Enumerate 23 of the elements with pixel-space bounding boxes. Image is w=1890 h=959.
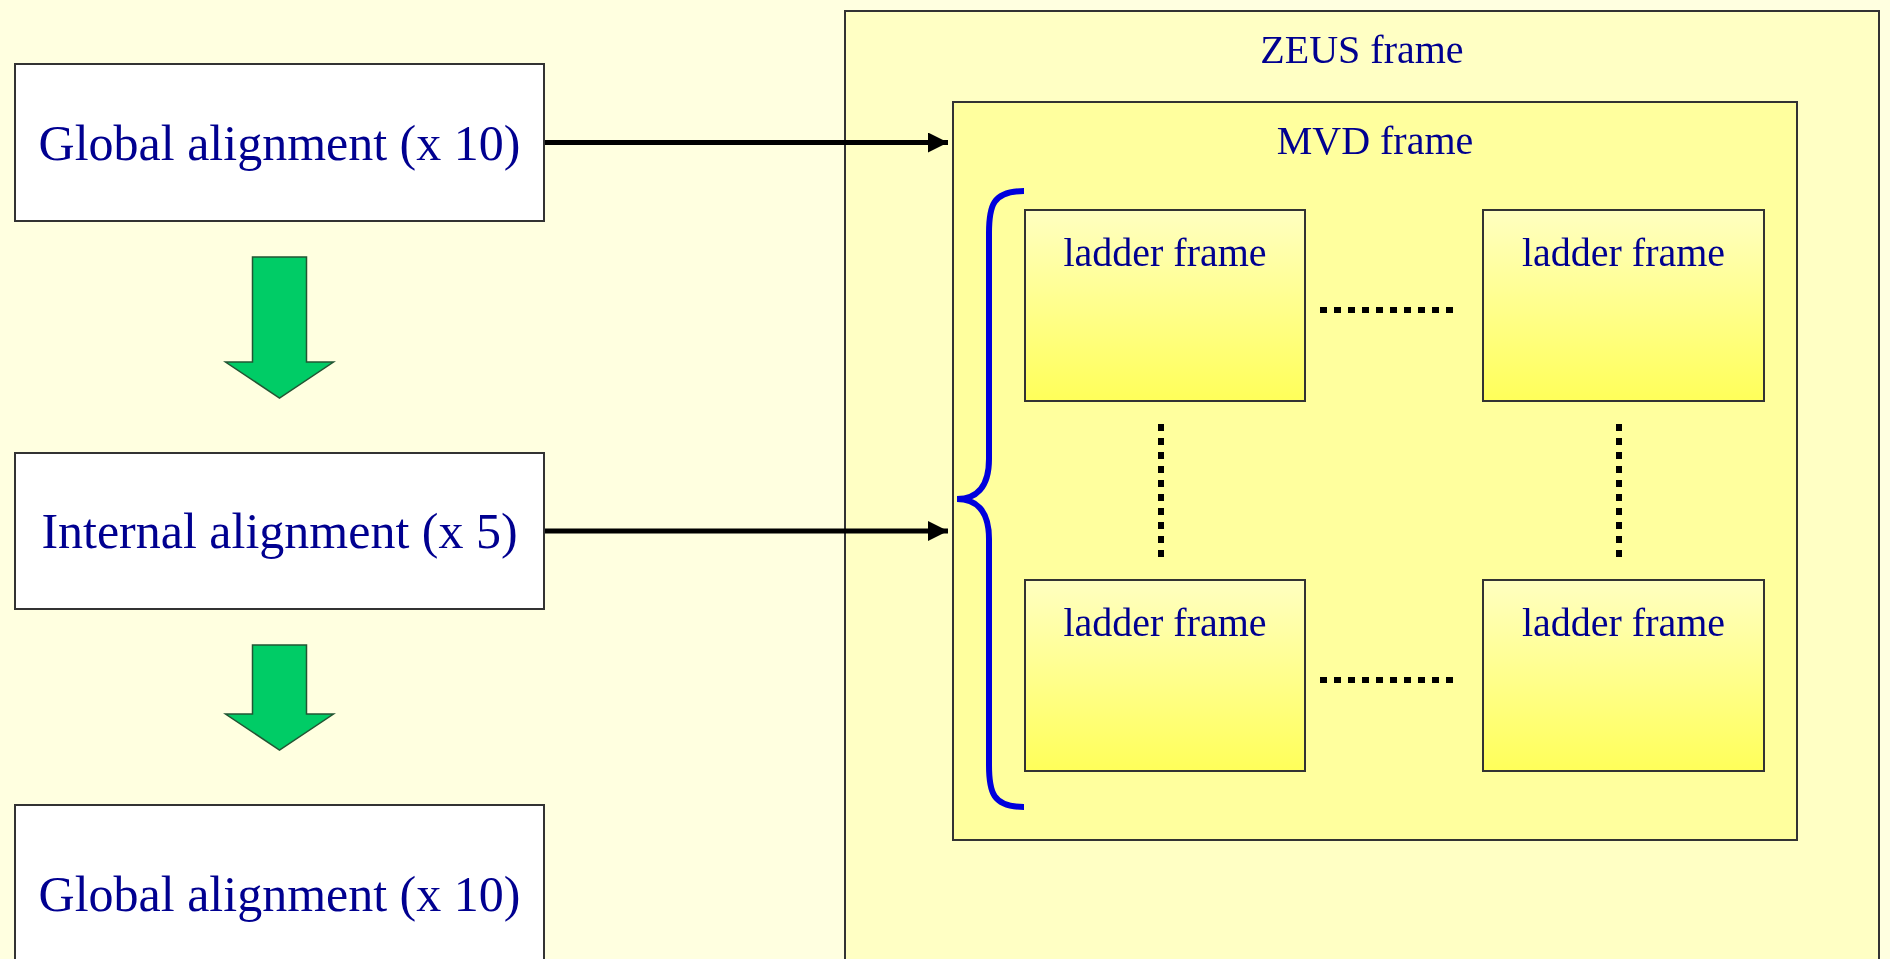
block-arrow [223, 644, 336, 751]
ladder-box [1482, 579, 1765, 772]
node-label: ladder frame [1520, 229, 1727, 277]
process-box [14, 804, 545, 959]
arrow [545, 521, 948, 541]
node-label: ZEUS frame [1259, 26, 1465, 74]
node-label: Global alignment (x 10) [37, 865, 522, 924]
ladder-box [1482, 209, 1765, 402]
ladder-box [1024, 579, 1306, 772]
node-label: ladder frame [1520, 599, 1727, 647]
node-label: ladder frame [1062, 599, 1268, 647]
node-label: ladder frame [1062, 229, 1268, 277]
ladder-box [1024, 209, 1306, 402]
arrow [545, 132, 948, 153]
frame-box [952, 101, 1798, 841]
node-label: MVD frame [1275, 117, 1475, 165]
node-label: Internal alignment (x 5) [40, 502, 519, 561]
process-box [14, 452, 545, 610]
block-arrow [223, 256, 336, 399]
frame-box [844, 10, 1880, 959]
node-label: Global alignment (x 10) [37, 113, 522, 173]
curly-brace [954, 188, 1024, 810]
process-box [14, 63, 545, 222]
